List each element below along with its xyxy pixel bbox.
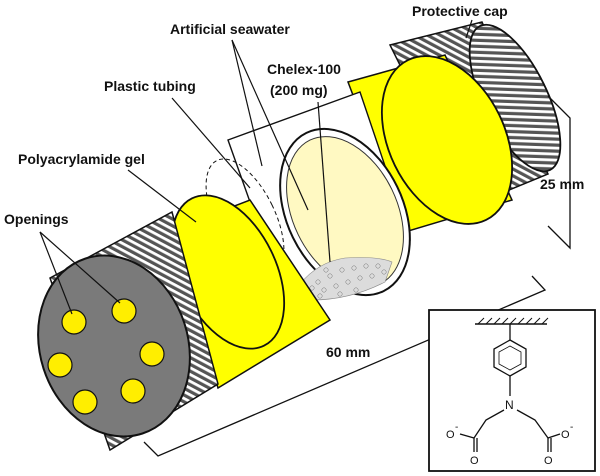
label-dim-length: 60 mm [326, 344, 370, 360]
dimension-lines [143, 95, 571, 457]
front-cap [37, 210, 219, 452]
leader-lines [39, 19, 473, 315]
inset-charge-right: - [570, 422, 573, 433]
label-polyacrylamide-gel: Polyacrylamide gel [18, 151, 145, 167]
chelex-structure-inset: N O - O O - O [428, 309, 596, 472]
opening-hole [72, 389, 98, 415]
opening-hole [111, 298, 137, 324]
openings-holes [47, 298, 165, 415]
svg-text:O: O [470, 455, 479, 467]
label-openings: Openings [4, 211, 69, 227]
label-dim-diameter: 25 mm [540, 176, 584, 192]
opening-hole [139, 341, 165, 367]
inset-nitrogen: N [505, 398, 514, 412]
label-artificial-seawater: Artificial seawater [170, 21, 290, 37]
chelex-beads [299, 257, 393, 301]
label-chelex-amount: (200 mg) [270, 82, 328, 98]
svg-text:O: O [544, 455, 553, 467]
opening-hole [47, 352, 73, 378]
label-plastic-tubing: Plastic tubing [104, 78, 196, 94]
inset-oxygen-right: O [561, 429, 570, 441]
tubing-section [205, 91, 411, 301]
inset-charge-left: - [455, 422, 458, 433]
inset-oxygen-left: O [446, 429, 455, 441]
label-chelex: Chelex-100 [267, 61, 341, 77]
opening-hole [120, 378, 146, 404]
front-gel-segment [170, 194, 332, 390]
opening-hole [61, 309, 87, 335]
label-protective-cap: Protective cap [412, 3, 508, 19]
